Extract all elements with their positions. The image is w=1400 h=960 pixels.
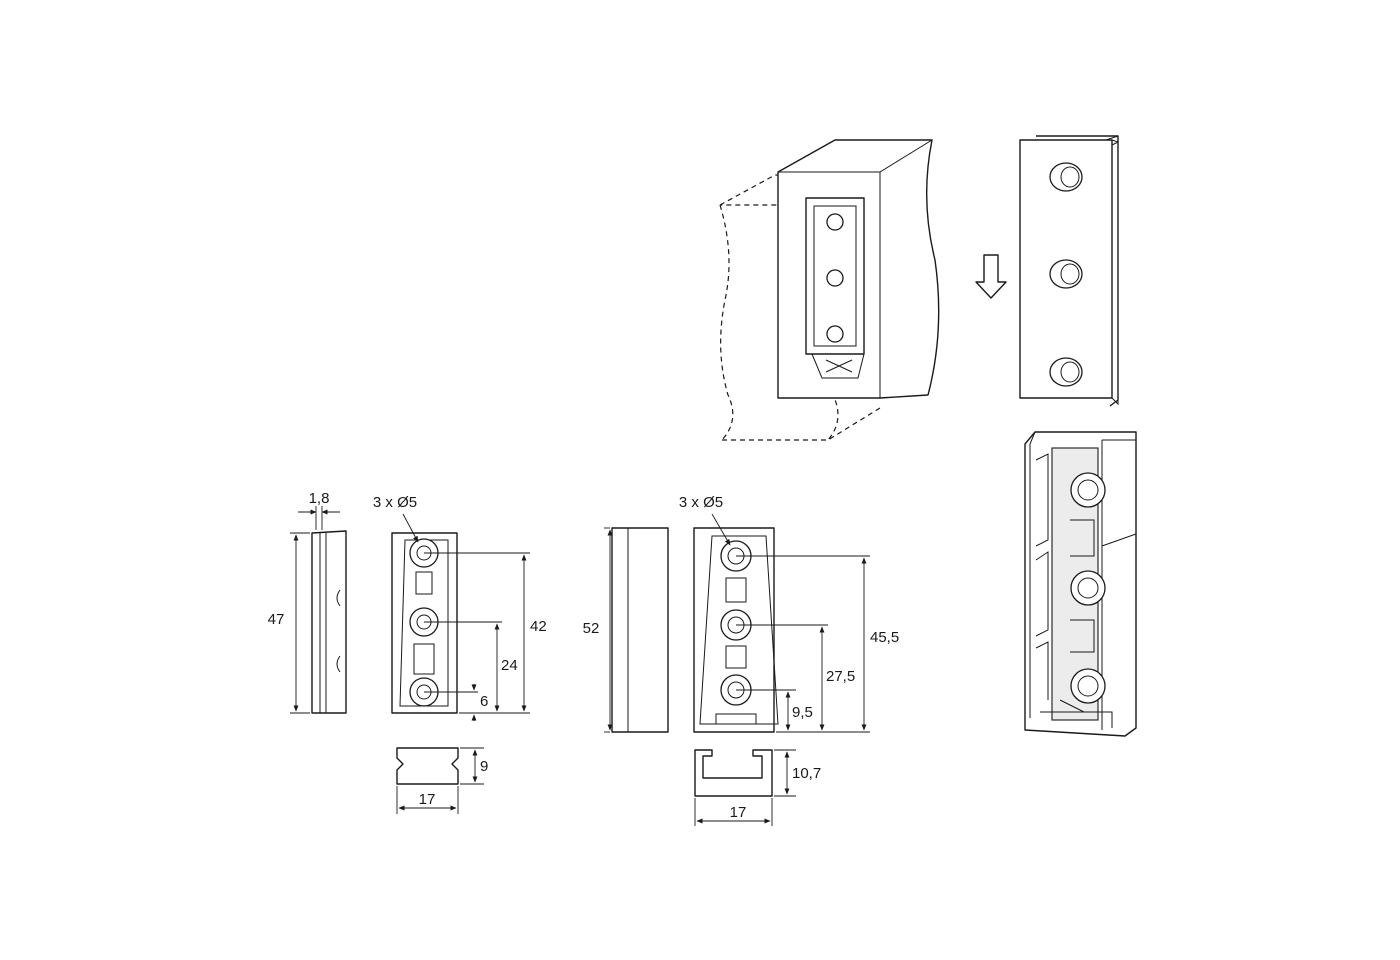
dim-large-profile-width: 17 [730, 804, 747, 821]
dim-small-hole-top: 42 [530, 618, 547, 635]
small-plate-profile: 9 17 [396, 747, 488, 814]
dim-large-hole-mid: 27,5 [826, 668, 855, 685]
receiver-hole-bottom [1070, 668, 1106, 704]
plate-hole-bottom [1049, 357, 1083, 387]
plate-hole-mid [1049, 259, 1083, 289]
dim-small-profile-height: 9 [480, 758, 488, 775]
dim-small-height: 47 [268, 611, 285, 628]
dim-small-thickness: 1,8 [309, 490, 330, 507]
cabinet-installation-view [719, 139, 1007, 441]
label-small-holes: 3 x Ø5 [373, 494, 417, 511]
large-plate-profile: 10,7 17 [694, 749, 821, 826]
dim-small-hole-bottom: 6 [480, 693, 488, 710]
label-large-holes: 3 x Ø5 [679, 494, 723, 511]
strike-plate-3d [1019, 135, 1119, 407]
mounted-hole-top [826, 213, 844, 231]
small-plate-front-view: 3 x Ø5 42 24 6 [373, 494, 547, 721]
dim-large-height: 52 [583, 620, 600, 637]
dim-large-profile-height: 10,7 [792, 765, 821, 782]
mounted-hole-bottom [826, 325, 844, 343]
large-plate-side-view: 52 [583, 527, 669, 733]
small-plate-side-view: 1,8 47 [268, 490, 347, 714]
dim-large-hole-top: 45,5 [870, 629, 899, 646]
plate-hole-top [1049, 162, 1083, 192]
receiver-hole-mid [1070, 570, 1106, 606]
receiver-housing-3d [1024, 431, 1137, 737]
insert-direction-arrow-icon [975, 254, 1007, 299]
mounted-hole-mid [826, 269, 844, 287]
dim-small-hole-mid: 24 [501, 657, 518, 674]
dim-small-profile-width: 17 [419, 791, 436, 808]
door-outline-dashed [719, 174, 881, 441]
receiver-hole-top [1070, 472, 1106, 508]
large-plate-front-view: 3 x Ø5 45,5 27,5 9,5 [679, 494, 899, 733]
dim-large-hole-bottom: 9,5 [792, 704, 813, 721]
